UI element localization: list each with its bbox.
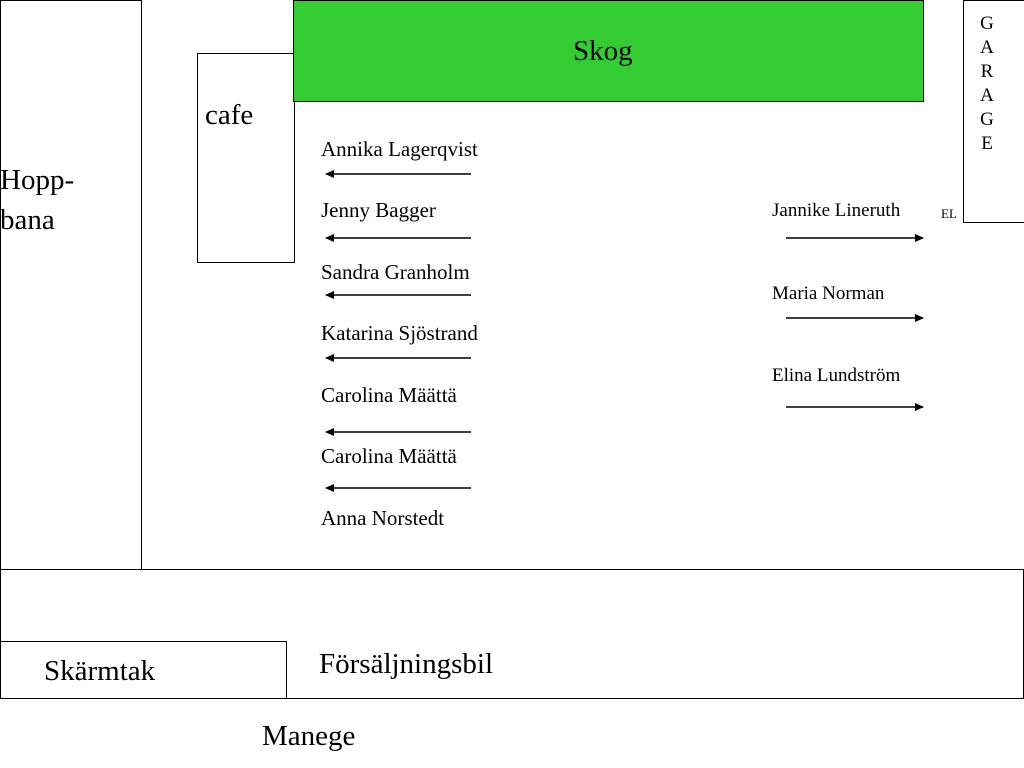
left-name: Katarina Sjöstrand <box>321 321 478 345</box>
cafe-label: cafe <box>205 99 254 131</box>
el-label: EL <box>941 206 957 221</box>
skarmtak-area <box>0 641 287 699</box>
cafe-area <box>197 53 295 263</box>
garage-letter: R <box>980 61 994 82</box>
hoppbana-area <box>0 0 142 570</box>
skarmtak-label: Skärmtak <box>44 655 156 687</box>
left-name: Jenny Bagger <box>321 198 436 222</box>
right-name: Jannike Lineruth <box>772 200 901 221</box>
skog-area <box>293 0 924 102</box>
right-name: Maria Norman <box>772 283 885 304</box>
garage-label: G A R A G E <box>963 12 1011 156</box>
garage-letter: A <box>980 37 994 58</box>
garage-area <box>963 0 1024 223</box>
garage-letter: G <box>980 13 994 34</box>
left-name: Carolina Määttä <box>321 444 457 468</box>
garage-letter: E <box>981 133 993 154</box>
hoppbana-label-line2: bana <box>0 204 55 236</box>
hoppbana-label-line1: Hopp- <box>0 164 75 196</box>
garage-letter: A <box>980 85 994 106</box>
forsaljningsbil-label: Försäljningsbil <box>319 648 494 680</box>
left-name: Carolina Määttä <box>321 383 457 407</box>
left-name: Anna Norstedt <box>321 506 445 530</box>
skog-label: Skog <box>573 35 633 67</box>
left-name: Annika Lagerqvist <box>321 137 478 161</box>
manege-label: Manege <box>262 720 356 752</box>
left-name: Sandra Granholm <box>321 260 470 284</box>
garage-letter: G <box>980 109 994 130</box>
right-name: Elina Lundström <box>772 365 901 386</box>
